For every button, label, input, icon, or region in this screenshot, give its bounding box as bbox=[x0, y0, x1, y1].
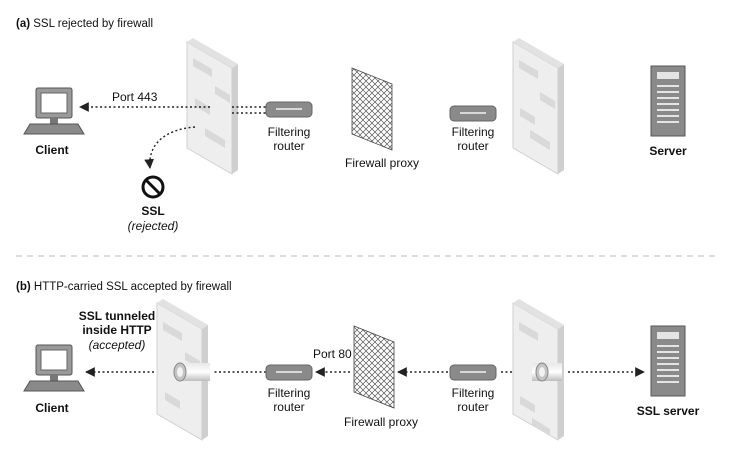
ssl-label: SSL bbox=[141, 204, 164, 218]
client-label: Client bbox=[35, 401, 68, 415]
tunnel-status: (accepted) bbox=[89, 338, 146, 352]
filtering-router-icon bbox=[449, 364, 497, 381]
ssl-status: (rejected) bbox=[128, 219, 179, 233]
router-label: Filtering bbox=[268, 125, 311, 139]
firewall-proxy-icon bbox=[351, 67, 393, 151]
tunnel-pipe-icon bbox=[532, 362, 562, 382]
firewall-wall-icon bbox=[512, 38, 564, 175]
firewall-wall-icon bbox=[186, 38, 238, 175]
proxy-label: Firewall proxy bbox=[344, 415, 418, 429]
filtering-router-icon bbox=[265, 101, 313, 118]
tunnel-pipe-icon bbox=[173, 362, 210, 382]
server-label: Server bbox=[649, 144, 687, 158]
firewall-proxy-icon bbox=[353, 325, 395, 409]
filtering-router-icon bbox=[265, 364, 313, 381]
panel-b-title: (b) HTTP-carried SSL accepted by firewal… bbox=[16, 281, 232, 293]
proxy-label: Firewall proxy bbox=[345, 156, 419, 170]
router-label: Filtering bbox=[268, 386, 311, 400]
tunnel-label: inside HTTP bbox=[82, 323, 151, 337]
router-label: Filtering bbox=[452, 125, 495, 139]
server-icon bbox=[650, 65, 686, 137]
ssl-server-icon bbox=[650, 325, 686, 397]
port-80-label: Port 80 bbox=[313, 347, 352, 361]
router-label: router bbox=[273, 139, 304, 153]
port-443-label: Port 443 bbox=[112, 90, 158, 104]
client-label: Client bbox=[35, 143, 68, 157]
client-computer-icon bbox=[23, 344, 85, 392]
router-label: router bbox=[457, 400, 488, 414]
router-label: Filtering bbox=[452, 386, 495, 400]
client-computer-icon bbox=[23, 87, 85, 135]
ssl-server-label: SSL server bbox=[637, 404, 700, 418]
rejected-arrow bbox=[144, 126, 196, 169]
router-label: router bbox=[273, 400, 304, 414]
tunnel-label: SSL tunneled bbox=[79, 309, 155, 323]
panel-a-title: (a) SSL rejected by firewall bbox=[16, 18, 153, 30]
prohibited-icon bbox=[141, 175, 165, 199]
router-label: router bbox=[457, 139, 488, 153]
panel-a: (a) SSL rejected by firewall Client Port… bbox=[16, 18, 687, 233]
panel-b: (b) HTTP-carried SSL accepted by firewal… bbox=[16, 281, 700, 441]
filtering-router-icon bbox=[449, 105, 497, 122]
